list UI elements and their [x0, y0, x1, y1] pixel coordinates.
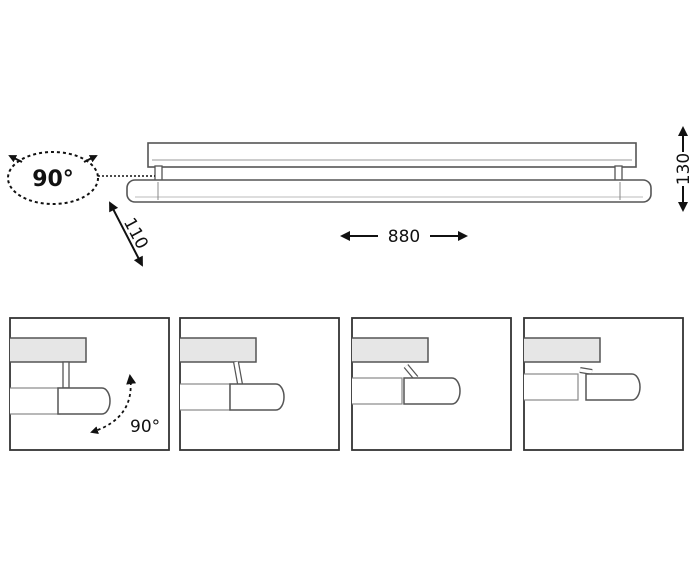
panel-2-tube-head — [229, 383, 285, 411]
rotation-arrow-left — [8, 155, 23, 163]
panel-1-rotation-label: 90° — [130, 417, 160, 437]
panel-1-base — [10, 337, 87, 363]
rotation-label: 90° — [32, 167, 74, 192]
step-panel-4 — [523, 317, 684, 451]
step-panel-2 — [179, 317, 340, 451]
panel-4-arm-inner — [579, 368, 593, 374]
length-label: 880 — [388, 227, 420, 247]
panel-2-base — [180, 337, 257, 363]
depth-dimension: 110 — [109, 201, 152, 267]
panel-1-tube — [10, 387, 61, 415]
panel-1-tube-head — [57, 387, 111, 415]
step-panel-3 — [351, 317, 512, 451]
step-panel-1: 90° — [9, 317, 170, 451]
lamp-tube — [126, 179, 652, 203]
mounting-base — [147, 142, 637, 168]
rotation-indicator: 90° — [7, 151, 155, 205]
panel-4-tube — [524, 373, 579, 401]
main-lamp-drawing — [126, 142, 652, 203]
height-label: 130 — [674, 153, 694, 185]
rotation-ellipse — [7, 151, 99, 205]
panel-3-tube — [352, 377, 403, 405]
depth-label: 110 — [119, 215, 152, 253]
rotation-arrow-right — [83, 155, 98, 163]
length-dimension: 880 — [340, 227, 468, 247]
depth-arrow — [109, 201, 143, 267]
panel-4-tube-head — [585, 373, 641, 401]
panel-3-base — [352, 337, 429, 363]
panel-2-arm-inner — [234, 361, 242, 385]
panel-3-tube-head — [403, 377, 461, 405]
height-dimension: 130 — [674, 126, 694, 212]
panel-2-tube — [180, 383, 231, 411]
panel-1-arm — [62, 361, 70, 389]
panel-3-arm-inner — [404, 364, 418, 380]
panel-4-base — [524, 337, 601, 363]
panel-1-rotation-arc — [90, 374, 137, 434]
height-label-bg — [675, 152, 691, 186]
